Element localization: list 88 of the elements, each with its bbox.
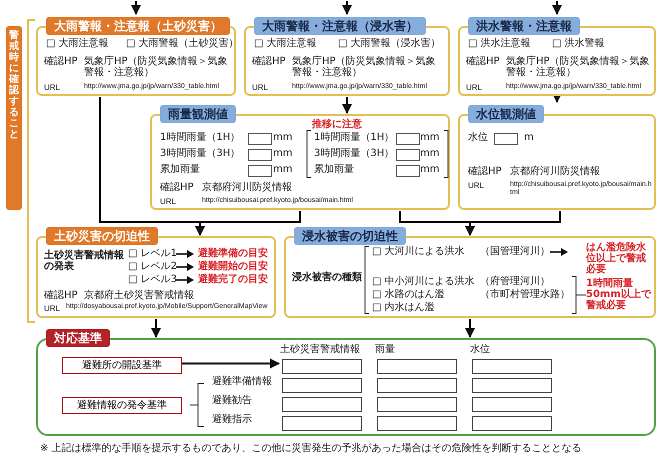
panel-text: □ 洪水注意報 — [468, 38, 531, 49]
panel-text: □ 大雨警報（浸水害） — [338, 38, 441, 49]
panel-text: 推移に注意 — [312, 119, 362, 130]
panel-text: 確認HP — [44, 56, 78, 67]
panel-text: □ 大雨注意報 — [46, 38, 109, 49]
panel-text: □ レベル3 — [128, 274, 177, 285]
panel-text: URL — [44, 303, 60, 314]
panel-text: □ 大雨警報（土砂災害） — [126, 38, 239, 49]
panel-text: 京都府河川防災情報 — [510, 166, 600, 177]
arrow — [151, 319, 161, 338]
panel-text: URL — [252, 82, 268, 93]
panel-text: URL — [44, 82, 60, 93]
panel-text: 気象庁HP（防災気象情報＞気象警報・注意報） — [506, 56, 651, 78]
panel-text: 浸水被害の種類 — [292, 272, 362, 283]
footnote: ※ 上記は標準的な手順を提示するものであり、この他に災害発生の予兆があった場合はその危険性を判断することとなる — [40, 443, 582, 455]
banner-text: 警戒時に確認すること — [9, 30, 19, 140]
panel-text: 確認HP — [160, 182, 194, 193]
criteria-text: 避難情報の発令基準 — [76, 400, 168, 411]
panel-text: mm — [273, 148, 292, 159]
row-label: 避難準備情報 — [212, 376, 272, 388]
panel-text: 避難完了の目安 — [198, 274, 268, 285]
heading-tab: 大雨警報・注意報（浸水害） — [254, 17, 426, 35]
arrow — [552, 1, 562, 15]
arrow — [342, 1, 352, 15]
panel-text: mm — [420, 164, 440, 175]
panel-text: （市町村管理水路） — [480, 289, 570, 300]
heading-tab: 洪水警報・注意報 — [468, 17, 580, 35]
arrow — [181, 358, 280, 368]
side-banner — [6, 26, 22, 210]
arrow — [342, 97, 352, 114]
panel-text: 1時間雨量（1H） — [314, 132, 394, 143]
panel-text: 3時間雨量（3H） — [314, 148, 394, 159]
arrow — [552, 93, 562, 103]
panel-text: 3時間雨量（3H） — [160, 148, 240, 159]
panel-text: mm — [420, 148, 440, 159]
panel-text: 累加雨量 — [160, 164, 200, 175]
row-label: 避難指示 — [212, 414, 252, 426]
heading-tab: 土砂災害の切迫性 — [46, 227, 158, 245]
panel-text: 京都府河川防災情報 — [202, 182, 292, 193]
panel-text: □ レベル1 — [128, 248, 177, 259]
panel-text: 1時間雨量（1H） — [160, 132, 240, 143]
panel-text: （府管理河川） — [480, 276, 550, 287]
heading-tab: 雨量観測値 — [160, 105, 236, 123]
heading-tab: 大雨警報・注意報（土砂災害） — [46, 17, 230, 35]
arrow — [195, 211, 301, 236]
panel-text: 確認HP — [44, 290, 78, 301]
panel-text: mm — [273, 164, 292, 175]
criteria-text: 避難所の開設基準 — [81, 360, 163, 371]
row-label: 避難勧告 — [212, 395, 252, 407]
arrow — [465, 211, 561, 236]
panel-text: 気象庁HP（防災気象情報＞気象警報・注意報） — [292, 56, 437, 78]
panel-text: 気象庁HP（防災気象情報＞気象警報・注意報） — [84, 56, 229, 78]
panel-text: □ 洪水警報 — [552, 38, 605, 49]
panel-text: 累加雨量 — [314, 164, 354, 175]
heading-tab: 対応基準 — [46, 329, 110, 347]
panel-text: URL — [160, 196, 176, 207]
column-header: 雨量 — [375, 344, 395, 356]
panel-text: □ 水路のはん濫 — [372, 289, 445, 300]
arrow — [465, 319, 475, 338]
panel-text: 京都府土砂災害警戒情報 — [84, 290, 194, 301]
column-header: 水位 — [470, 344, 490, 356]
panel-text: □ 大河川による洪水 — [372, 246, 465, 257]
column-header: 土砂災害警戒情報 — [280, 344, 360, 356]
panel-text: □ 大雨注意報 — [254, 38, 317, 49]
panel-text: 確認HP — [252, 56, 286, 67]
panel-text: 確認HP — [466, 56, 500, 67]
panel-text: URL — [466, 82, 482, 93]
panel-text: □ 中小河川による洪水 — [372, 276, 475, 287]
heading-tab: 浸水被害の切迫性 — [294, 227, 406, 245]
panel-text: 避難準備の目安 — [198, 248, 268, 259]
heading-tab: 水位観測値 — [468, 105, 544, 123]
panel-text: mm — [420, 132, 440, 143]
panel-text: 確認HP — [468, 166, 502, 177]
criteria-label-box — [62, 357, 182, 374]
answer-box — [282, 359, 362, 374]
panel-text: URL — [468, 180, 484, 191]
arrow — [131, 1, 141, 15]
panel-text: はん濫危険水位以上で警戒必要 — [586, 242, 647, 275]
panel-text: mm — [273, 132, 292, 143]
panel-text: m — [524, 132, 534, 143]
panel-text: （国管理河川） — [480, 246, 550, 257]
panel-text: □ レベル2 — [128, 261, 177, 272]
panel-text: 土砂災害警戒情報の発表 — [44, 250, 125, 272]
criteria-label-box — [62, 397, 182, 414]
panel-text: 1時間雨量50mm以上で警戒必要 — [586, 278, 652, 311]
panel-text: 水位 — [468, 132, 488, 143]
panel-text: □ 内水はん濫 — [372, 302, 435, 313]
panel-text: 避難開始の目安 — [198, 261, 268, 272]
